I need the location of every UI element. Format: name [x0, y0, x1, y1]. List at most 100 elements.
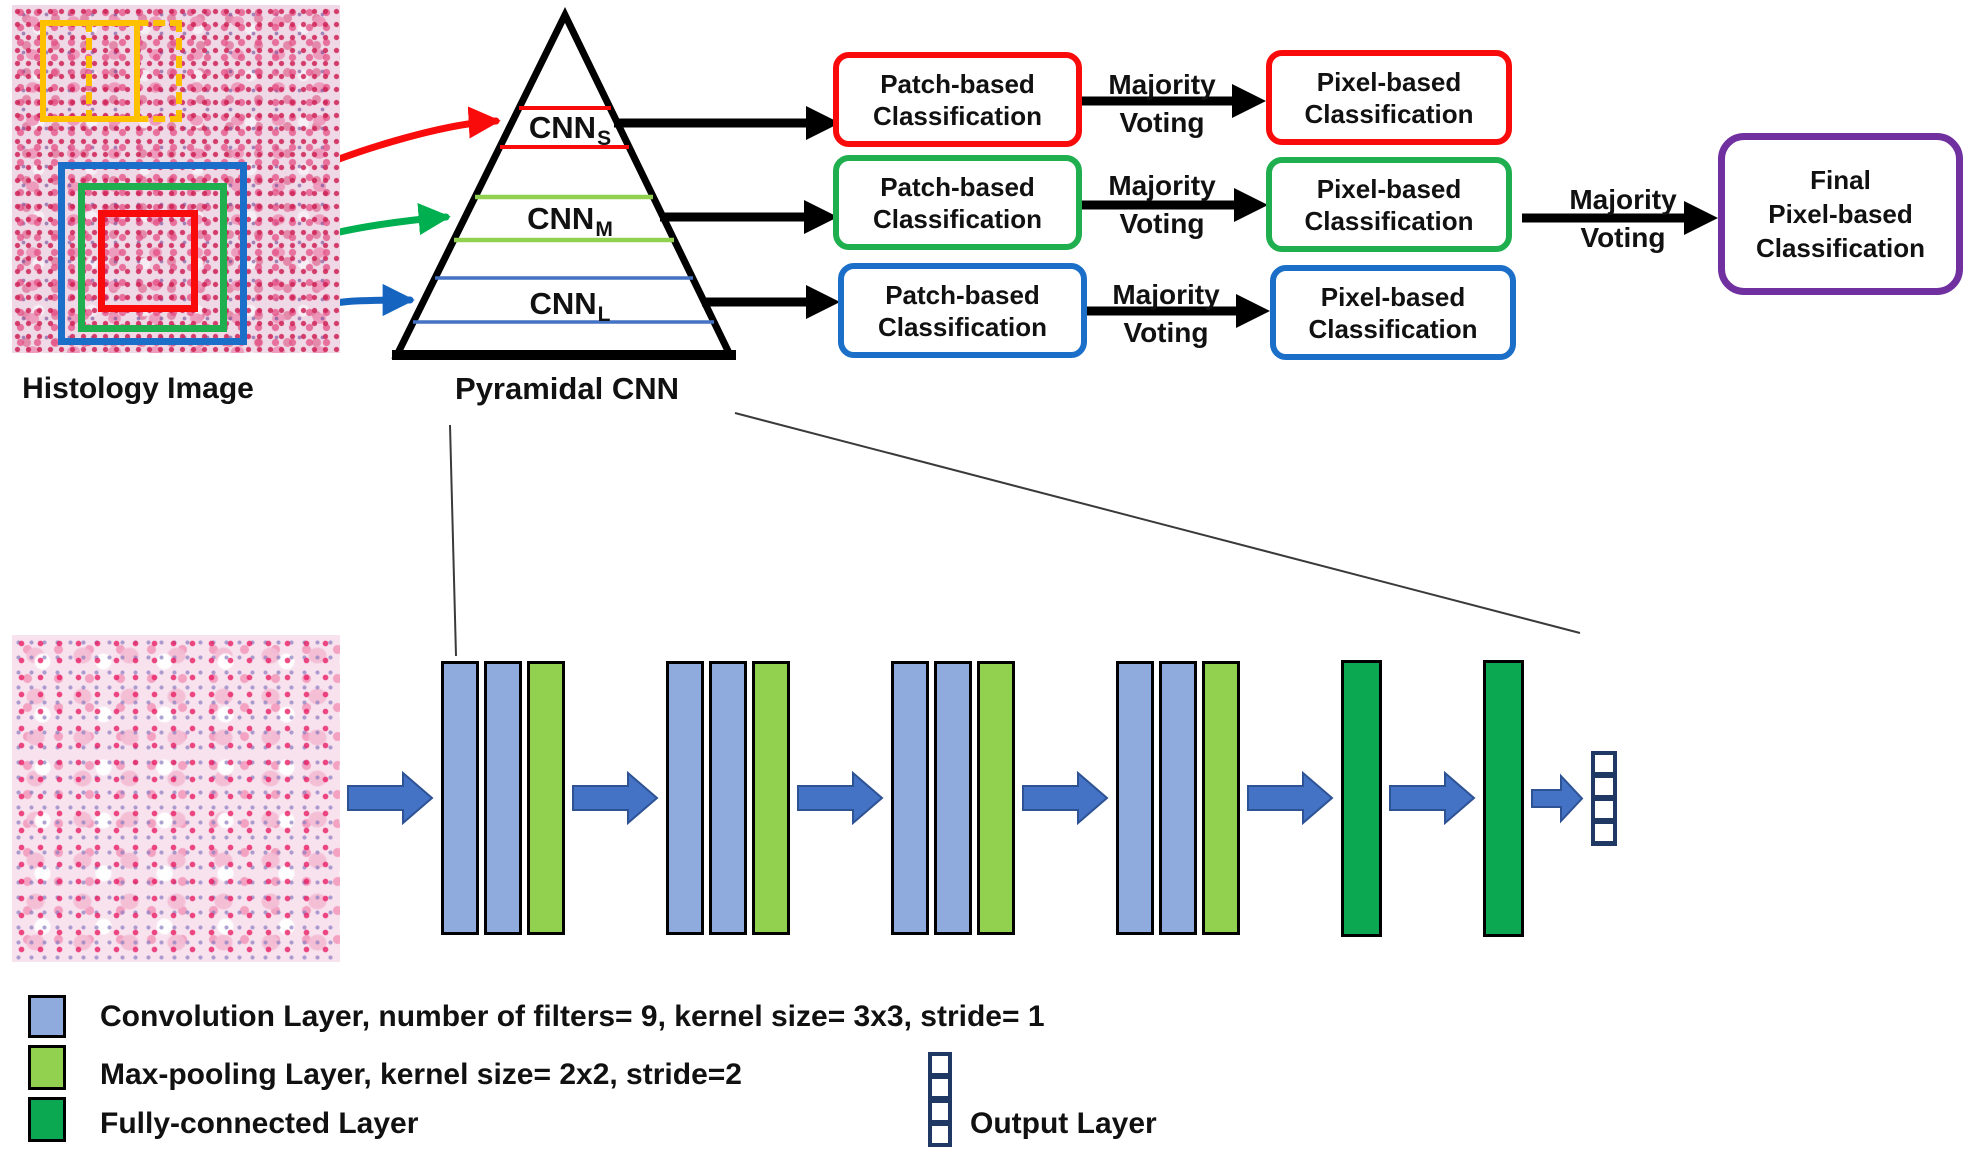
majority-voting-label-3: Majority Voting: [1081, 280, 1251, 348]
voting-text: Voting: [1119, 107, 1205, 138]
max-pooling-layer-bar: [527, 661, 565, 935]
patch-box-line2: Classification: [872, 203, 1043, 234]
legend-convolution-label: Convolution Layer, number of filters= 9,…: [100, 1000, 1045, 1033]
patch-box-line1: Patch-based: [885, 279, 1040, 310]
output-cell: [932, 1102, 948, 1120]
pyramidal-cnn-caption: Pyramidal CNN: [455, 371, 679, 406]
convolution-layer-bar: [484, 661, 522, 935]
majority-text: Majority: [1108, 170, 1216, 201]
majority-text: Majority: [1108, 69, 1216, 100]
blue-large-window: [58, 162, 247, 345]
convolution-swatch: [28, 995, 66, 1038]
output-cell: [1595, 801, 1613, 819]
convolution-layer-bar: [1116, 661, 1154, 935]
majority-text: Majority: [1569, 184, 1677, 215]
fully-connected-swatch: [28, 1097, 66, 1142]
output-cell: [1595, 777, 1613, 795]
flow-arrow-icon: [1389, 771, 1476, 825]
histology-image: [12, 5, 340, 353]
final-pixel-classification-box: Final Pixel-based Classification: [1718, 133, 1963, 295]
conv-block: [441, 661, 565, 935]
zoom-connector-right: [734, 412, 1581, 634]
convolution-layer-bar: [891, 661, 929, 935]
fully-connected-layer-bar: [1341, 659, 1382, 937]
output-cell: [932, 1079, 948, 1097]
flow-arrow-icon: [347, 771, 434, 825]
final-box-line2: Pixel-based: [1768, 199, 1913, 229]
convolution-layer-bar: [934, 661, 972, 935]
final-box-line1: Final: [1810, 165, 1871, 195]
legend-output-slot: [928, 1052, 952, 1147]
orange-dashed-window: [86, 20, 182, 122]
majority-voting-arrows: [1080, 84, 1718, 328]
patch-box-line2: Classification: [877, 311, 1048, 342]
pyramid-shape: [391, 7, 736, 360]
green-medium-window: [78, 183, 227, 332]
flow-arrow-icon: [1531, 770, 1584, 827]
pixel-box-line2: Classification: [1308, 313, 1478, 344]
convolution-layer-bar: [1159, 661, 1197, 935]
voting-text: Voting: [1123, 317, 1209, 348]
patch-classification-box-green: Patch-based Classification: [833, 155, 1082, 250]
majority-voting-label-final: Majority Voting: [1538, 185, 1708, 253]
pixel-box-line2: Classification: [1304, 98, 1474, 129]
cnn-detail-flow: [12, 633, 1617, 963]
legend-max-pooling-label: Max-pooling Layer, kernel size= 2x2, str…: [100, 1058, 742, 1091]
red-small-window: [98, 210, 198, 312]
fully-connected-layer-bar: [1483, 659, 1524, 937]
pixel-box-line1: Pixel-based: [1320, 281, 1466, 312]
max-pooling-layer-bar: [1202, 661, 1240, 935]
output-cell: [1595, 824, 1613, 842]
output-cell: [1595, 754, 1613, 772]
voting-text: Voting: [1119, 208, 1205, 239]
pixel-box-line1: Pixel-based: [1316, 66, 1462, 97]
patch-box-line1: Patch-based: [880, 171, 1035, 202]
patch-classification-box-blue: Patch-based Classification: [838, 263, 1087, 358]
max-pooling-layer-bar: [977, 661, 1015, 935]
pyramid-to-patch-arrows: [614, 106, 840, 319]
histology-image-caption: Histology Image: [22, 372, 254, 405]
convolution-layer-bar: [709, 661, 747, 935]
pixel-box-line2: Classification: [1304, 205, 1474, 236]
patch-box-line2: Classification: [872, 100, 1043, 131]
pixel-box-line1: Pixel-based: [1316, 173, 1462, 204]
output-layer-icon: [928, 1052, 952, 1147]
cnn-l-subscript: L: [597, 303, 611, 326]
cnn-s-text: CNN: [528, 110, 597, 145]
flow-arrow-icon: [1022, 771, 1109, 825]
zoom-connector-left: [449, 424, 457, 657]
majority-voting-label-2: Majority Voting: [1077, 171, 1247, 239]
flow-arrow-icon: [572, 771, 659, 825]
majority-voting-label-1: Majority Voting: [1077, 70, 1247, 138]
legend-fully-connected-label: Fully-connected Layer: [100, 1107, 419, 1140]
cnn-s-subscript: S: [597, 127, 612, 150]
pixel-classification-box-red: Pixel-based Classification: [1266, 50, 1512, 145]
pyramid-level-cnn-m: CNNM: [505, 201, 635, 242]
max-pooling-layer-bar: [752, 661, 790, 935]
conv-block: [891, 661, 1015, 935]
convolution-layer-bar: [666, 661, 704, 935]
convolution-layer-bar: [441, 661, 479, 935]
legend-output-label: Output Layer: [970, 1107, 1157, 1140]
patch-box-line1: Patch-based: [880, 68, 1035, 99]
pixel-classification-box-blue: Pixel-based Classification: [1270, 265, 1516, 360]
flow-arrow-icon: [797, 771, 884, 825]
cnn-l-text: CNN: [529, 286, 597, 321]
final-box-line3: Classification: [1755, 233, 1926, 263]
pyramid-level-cnn-l: CNNL: [505, 286, 635, 327]
pixel-classification-box-green: Pixel-based Classification: [1266, 157, 1512, 252]
voting-text: Voting: [1580, 222, 1666, 253]
conv-block: [1116, 661, 1240, 935]
pyramid-level-cnn-s: CNNS: [505, 110, 635, 151]
patch-classification-box-red: Patch-based Classification: [833, 52, 1082, 147]
majority-text: Majority: [1112, 279, 1220, 310]
cnn-m-subscript: M: [595, 218, 613, 241]
output-layer-icon: [1591, 750, 1617, 846]
output-cell: [932, 1056, 948, 1073]
flow-arrow-icon: [1247, 771, 1334, 825]
conv-block: [666, 661, 790, 935]
output-cell: [932, 1125, 948, 1143]
max-pooling-swatch: [28, 1045, 66, 1090]
cnn-m-text: CNN: [527, 201, 595, 236]
